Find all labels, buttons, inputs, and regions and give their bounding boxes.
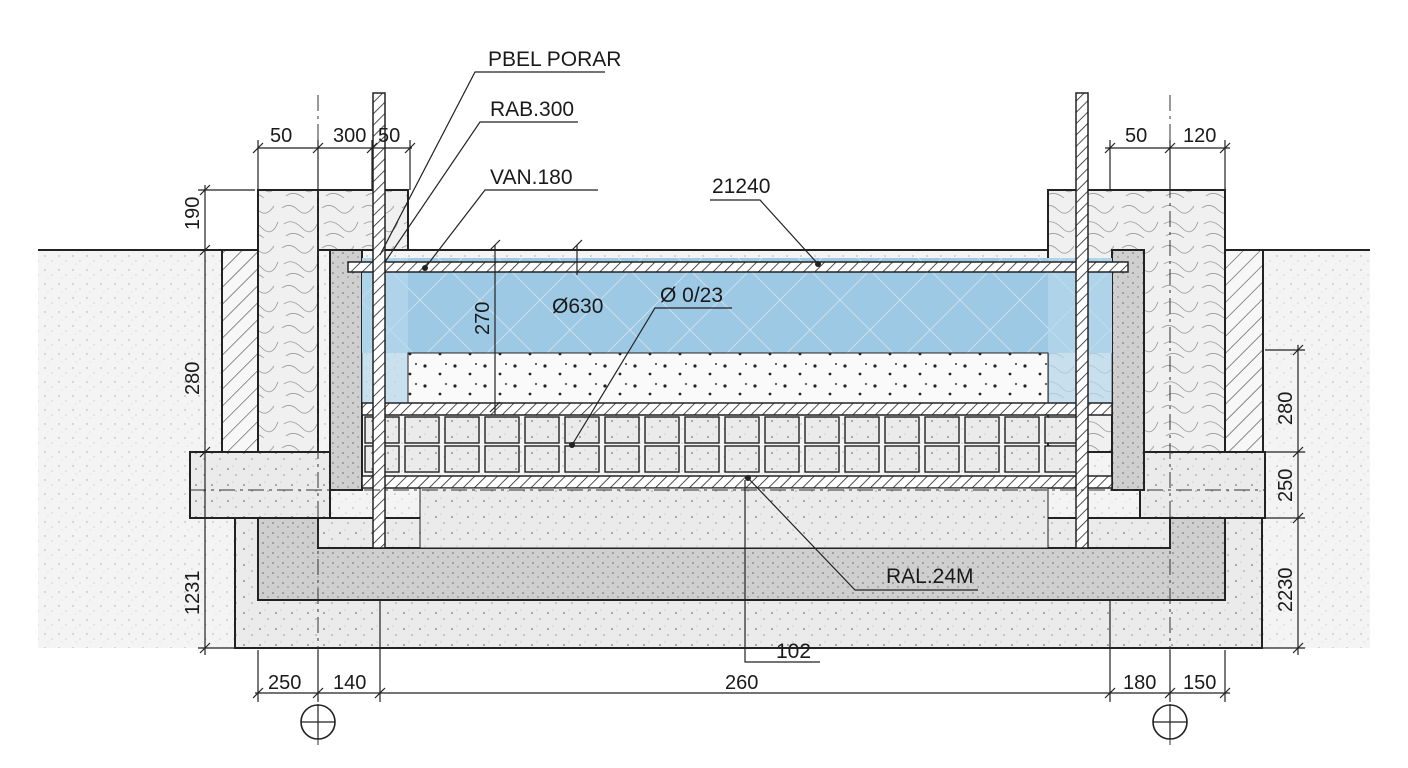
gravel-layer <box>407 352 1049 404</box>
grid-block <box>524 416 560 444</box>
mid-rebar-upper <box>361 402 1113 416</box>
dim-left-2: 280 <box>182 362 204 395</box>
grid-block <box>684 416 720 444</box>
right-footing-beam <box>1139 451 1266 519</box>
grid-block <box>684 445 720 473</box>
callout-rab-300: RAB.300 <box>490 98 574 121</box>
grid-block <box>884 445 920 473</box>
grid-block <box>964 445 1000 473</box>
grid-block <box>444 416 480 444</box>
grid-block <box>604 416 640 444</box>
left-pier-cap <box>317 189 409 251</box>
water-zone <box>362 258 1112 353</box>
grid-block <box>884 416 920 444</box>
callout-top-bar: 21240 <box>712 175 770 198</box>
dim-top-left-2: 300 <box>333 125 366 147</box>
grid-block <box>404 416 440 444</box>
left-stone-pier <box>257 189 319 453</box>
axis-marker-right <box>1152 704 1188 740</box>
dim-right-3: 2230 <box>1275 568 1297 613</box>
grid-block <box>764 445 800 473</box>
grid-block <box>1004 445 1040 473</box>
grid-block <box>484 445 520 473</box>
dim-top-left-1: 50 <box>270 125 292 147</box>
dim-left-3: 1231 <box>182 571 204 616</box>
dim-bottom-5: 150 <box>1183 672 1216 694</box>
grid-block <box>964 416 1000 444</box>
callout-dia-630: Ø630 <box>552 295 603 318</box>
right-vertical-rebar <box>1075 92 1089 549</box>
grid-block <box>444 445 480 473</box>
dimension-lines <box>198 140 1305 702</box>
callout-ral-24m: RAL.24M <box>886 565 974 588</box>
dim-bottom-4: 180 <box>1123 672 1156 694</box>
grid-block <box>484 416 520 444</box>
grid-block <box>804 416 840 444</box>
top-rebar <box>347 261 1129 273</box>
callout-van-180: VAN.180 <box>490 166 573 189</box>
grid-block <box>924 416 960 444</box>
callout-bottom-102: 102 <box>776 640 811 663</box>
left-inner-wall <box>329 249 363 491</box>
dim-top-left-3: 50 <box>378 125 400 147</box>
center-lines <box>190 95 1265 745</box>
dim-inner-height: 270 <box>472 302 494 335</box>
left-hatched-wall <box>221 249 261 453</box>
left-footing-beam <box>189 451 331 519</box>
grid-block <box>1044 416 1080 444</box>
grid-block <box>404 445 440 473</box>
callout-pbel-porar: PBEL PORAR <box>488 48 621 71</box>
grid-block <box>924 445 960 473</box>
right-hatched-wall <box>1224 249 1264 453</box>
grid-block <box>844 445 880 473</box>
callout-dia-023: Ø 0/23 <box>660 284 723 307</box>
grid-block <box>644 416 680 444</box>
dim-top-right-1: 50 <box>1125 125 1147 147</box>
grid-block <box>604 445 640 473</box>
mid-rebar-lower <box>361 475 1113 489</box>
grid-block <box>724 445 760 473</box>
grid-block <box>724 416 760 444</box>
leader-dots <box>422 261 821 481</box>
grid-block <box>1044 445 1080 473</box>
dim-bottom-2: 140 <box>333 672 366 694</box>
right-inner-wall <box>1111 249 1145 491</box>
left-vertical-rebar <box>372 92 386 549</box>
grid-block <box>644 445 680 473</box>
leader-lines <box>379 71 978 663</box>
grid-block <box>564 416 600 444</box>
grid-block <box>1004 416 1040 444</box>
dim-left-1: 190 <box>182 197 204 230</box>
base-concrete <box>419 487 1049 549</box>
dim-right-2: 250 <box>1275 469 1297 502</box>
grid-block-row <box>364 416 1080 473</box>
dim-right-1: 280 <box>1275 392 1297 425</box>
grid-block <box>524 445 560 473</box>
axis-marker-left <box>300 704 336 740</box>
dim-top-right-2: 120 <box>1183 125 1216 147</box>
grid-block <box>564 445 600 473</box>
grid-block <box>804 445 840 473</box>
dim-bottom-3: 260 <box>725 672 758 694</box>
grid-block <box>844 416 880 444</box>
grid-block <box>764 416 800 444</box>
dim-bottom-1: 250 <box>268 672 301 694</box>
